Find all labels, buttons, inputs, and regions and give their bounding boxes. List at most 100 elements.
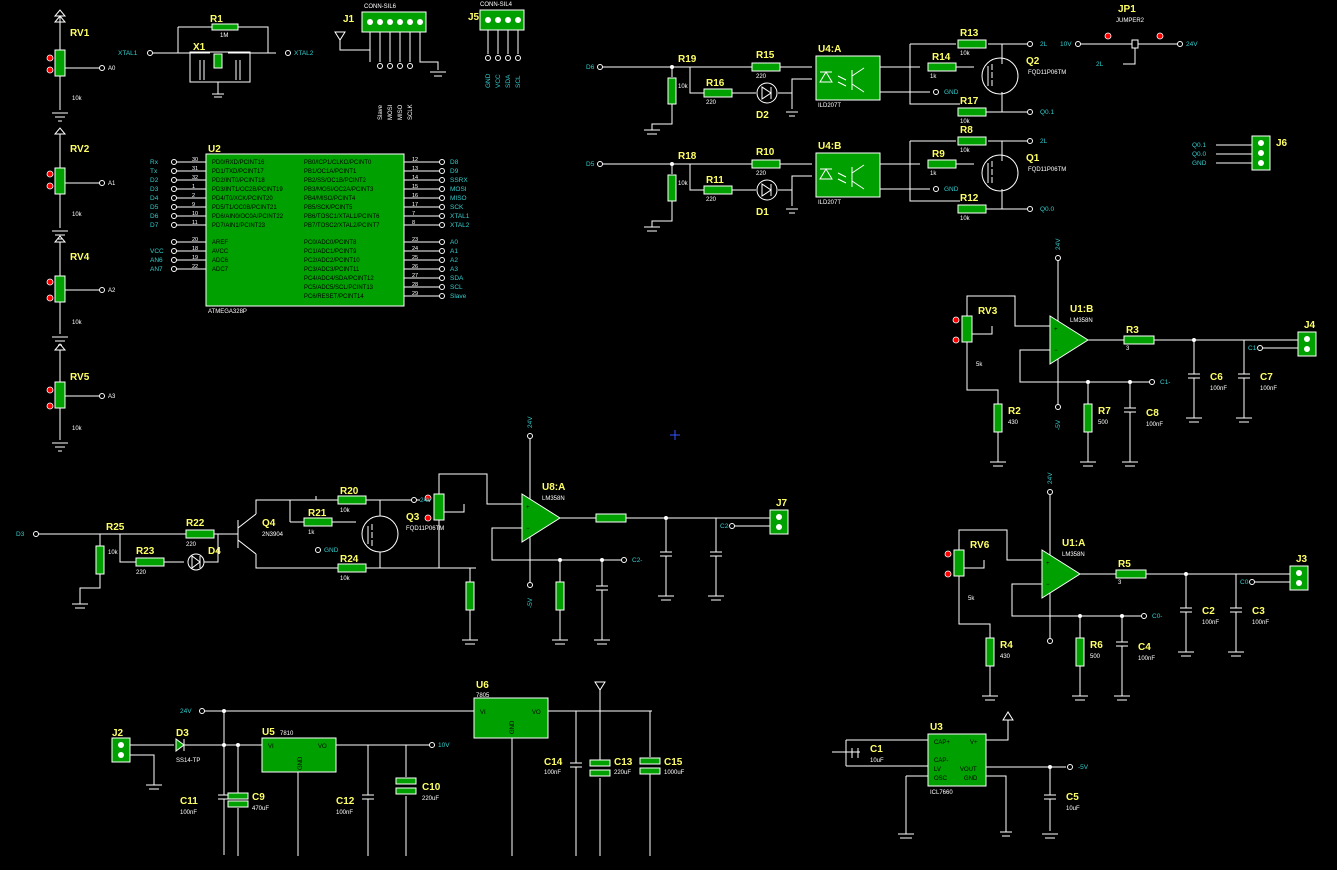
opamp-fb-label: C2- bbox=[632, 557, 642, 564]
jp1-jumper[interactable]: JP1 JUMPER2 10V 24V 2L bbox=[1060, 4, 1198, 68]
power-supply-section[interactable]: J2 D3 SS14-TP 24V C11 100nF C9 470uF U5 … bbox=[111, 680, 685, 856]
j6-pin2: Q0.0 bbox=[1192, 151, 1206, 158]
u2-left-pin-net: Tx bbox=[150, 168, 158, 175]
u6-gnd: GND bbox=[510, 720, 516, 734]
rv4-value: 10k bbox=[72, 320, 83, 326]
u2-right-pin-num: 13 bbox=[412, 166, 418, 172]
c9-value: 470uF bbox=[252, 806, 269, 812]
c15-value: 1000uF bbox=[664, 770, 685, 776]
u2-left-pin-name: AREF bbox=[212, 240, 228, 246]
opto-r2-ref: R16 bbox=[706, 78, 725, 89]
psu-10v: 10V bbox=[438, 742, 450, 749]
opamp-r7-value: 500 bbox=[1098, 420, 1109, 426]
jp1-value: JUMPER2 bbox=[1116, 18, 1145, 24]
pot-rv4[interactable]: RV4 A2 10k bbox=[46, 235, 116, 346]
pot-rv5[interactable]: RV5 A3 10k bbox=[46, 343, 116, 452]
q4-value: 2N3904 bbox=[262, 532, 284, 538]
q4-driver-section[interactable]: D3 R25 10k R22 220 R23 220 D4 Q4 2N3904 … bbox=[16, 486, 476, 609]
opamp-gnd-wire bbox=[990, 432, 1006, 467]
opamp-plus: + bbox=[1054, 327, 1058, 333]
u3-vplus: V+ bbox=[970, 740, 978, 746]
u2-right-pin-terminal bbox=[439, 213, 445, 219]
r24-value: 10k bbox=[340, 576, 351, 582]
u2-right-pin-net: MISO bbox=[450, 195, 467, 202]
u2-right-pin-net: SDA bbox=[450, 275, 464, 282]
opamp-fb-terminal bbox=[621, 557, 627, 563]
u2-left-pin-terminal bbox=[171, 222, 177, 228]
opto-r1-value: 220 bbox=[756, 74, 767, 80]
opto-2l-net: 2L bbox=[1040, 138, 1048, 145]
r22-ref: R22 bbox=[186, 518, 205, 529]
opto-channel-b[interactable]: D5R1810kR10220R11220D1U4:BILD207TR91kR81… bbox=[586, 125, 1066, 232]
r23-ref: R23 bbox=[136, 546, 155, 557]
opto-channel-a[interactable]: D6R1910kR15220R16220D2U4:AILD207TR141kR1… bbox=[586, 28, 1066, 135]
u2-left-pin-name: PD7/AIN1/PCINT23 bbox=[212, 223, 266, 229]
u3-gnd: GND bbox=[964, 776, 978, 782]
opto-rg-body bbox=[927, 62, 957, 72]
u5-gnd: GND bbox=[298, 756, 304, 770]
u3-out: -5V bbox=[1078, 764, 1089, 771]
opto-rpd-body bbox=[667, 174, 677, 202]
opamp-pot-body bbox=[433, 493, 445, 521]
jp1-ref: JP1 bbox=[1118, 4, 1136, 15]
junction bbox=[558, 558, 562, 562]
opamp-c7-value: 100nF bbox=[1260, 386, 1277, 392]
c14-value: 100nF bbox=[544, 770, 561, 776]
opamp-conn-pin bbox=[1296, 580, 1302, 586]
opto-u-ref: U4:A bbox=[818, 44, 841, 55]
u2-right-pin-terminal bbox=[439, 195, 445, 201]
pot-rv1[interactable]: RV1 A0 10k bbox=[46, 9, 116, 122]
opto-gnd-net: GND bbox=[944, 89, 959, 96]
u3-icl7660[interactable]: U3 CAP+ CAP- LV OSC V+ VOUT GND ICL7660 … bbox=[832, 711, 1089, 839]
opto-led-circle bbox=[756, 179, 778, 201]
u2-right-pin-num: 12 bbox=[412, 157, 418, 163]
opto-2l-terminal bbox=[1027, 41, 1033, 47]
opamp-conn-body bbox=[1297, 331, 1317, 357]
u6-ref: U6 bbox=[476, 680, 489, 691]
j5-connector[interactable]: J5 CONN-SIL4 GND VCC SDA SCL bbox=[468, 2, 525, 88]
opto-rg-ref: R14 bbox=[932, 52, 951, 63]
opto-r2-value: 220 bbox=[706, 100, 717, 106]
pot-rv2[interactable]: RV2 A1 10k bbox=[46, 127, 116, 240]
opto-rpd-value: 10k bbox=[678, 84, 689, 90]
opto-u-body bbox=[815, 55, 881, 101]
opamp-c8-ref: C8 bbox=[1146, 408, 1159, 419]
u2-right-pin-net: XTAL1 bbox=[450, 213, 470, 220]
u6-vi: VI bbox=[480, 710, 486, 716]
c12-value: 100nF bbox=[336, 810, 353, 816]
opamp-u1b-section[interactable]: +−U1:BLM358N24V-5VRV35kR33R2430R7500C810… bbox=[952, 238, 1317, 467]
c10-value: 220uF bbox=[422, 796, 439, 802]
j1-connector[interactable]: J1 CONN-SIL6 Slave MOSI MISO SCLK bbox=[334, 4, 446, 120]
opamp-value: LM358N bbox=[542, 496, 565, 502]
u2-right-pin-net: XTAL2 bbox=[450, 222, 470, 229]
junction bbox=[1120, 614, 1124, 618]
opamp-conn-ref: J4 bbox=[1304, 320, 1316, 331]
j1-ref: J1 bbox=[343, 14, 355, 25]
opamp-c7-symbol bbox=[708, 551, 724, 601]
opamp-conn-ref: J7 bbox=[776, 498, 788, 509]
j5-ref: J5 bbox=[468, 12, 480, 23]
opto-gnd-terminal bbox=[933, 89, 939, 95]
u2-left-pin-net: D2 bbox=[150, 177, 159, 184]
u2-right-pin-name: PB2/SS/OC1B/PCINT2 bbox=[304, 178, 367, 184]
u2-right-pin-name: PB5/SCK/PCINT5 bbox=[304, 205, 353, 211]
u6-vo: VO bbox=[532, 710, 541, 716]
crystal-section[interactable]: R1 1M X1 XTAL1 XTAL2 bbox=[118, 14, 314, 98]
opamp-pot-value: 5k bbox=[968, 596, 975, 602]
q4-v24: 24V bbox=[420, 497, 432, 504]
u2-right-pin-num: 23 bbox=[412, 237, 418, 243]
opamp-vee-terminal bbox=[527, 582, 533, 588]
opamp-c8-value: 100nF bbox=[1146, 422, 1163, 428]
opto-rb-value: 10k bbox=[960, 216, 971, 222]
u2-left-pin-num: 11 bbox=[192, 220, 198, 226]
j6-connector[interactable]: J6 Q0.1 Q0.0 GND bbox=[1192, 135, 1288, 171]
opamp-u1a-section[interactable]: +−U1:ALM358N24VRV65kR53R4430R6500C4100nF… bbox=[944, 472, 1309, 701]
rv2-value: 10k bbox=[72, 212, 83, 218]
u2-left-pin-net: D7 bbox=[150, 222, 159, 229]
d3-ref: D3 bbox=[176, 728, 189, 739]
j6-ref: J6 bbox=[1276, 138, 1288, 149]
rv4-ref: RV4 bbox=[70, 252, 90, 263]
